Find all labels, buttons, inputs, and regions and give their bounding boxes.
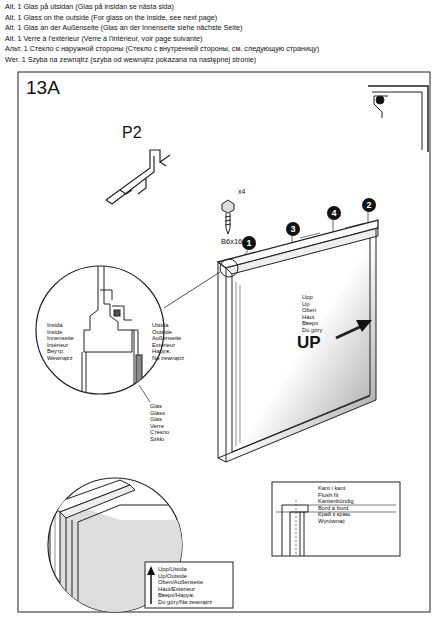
up-arrow [336, 320, 372, 338]
callout-number: 1 [242, 236, 256, 250]
outside-label: Extérieur [152, 342, 175, 348]
position-icon [368, 86, 428, 152]
up-label: Up [302, 301, 309, 307]
callout-line [164, 272, 220, 308]
up-label: Do góry [302, 327, 322, 333]
flush-fit-label: Kant i kant [318, 485, 345, 491]
inside-label: Insida [47, 322, 62, 328]
outside-label: Na zewnątrz [152, 355, 184, 361]
flush-fit-label: Kantenbündig [318, 498, 354, 504]
flush-fit-label: Bord à bord [318, 505, 348, 511]
glass-label: Glas [150, 416, 162, 422]
glass-label: Verre [150, 423, 164, 429]
header-note: Alt. 1 Verre à l'extérieur (Verre à l'in… [5, 35, 202, 43]
up-label: Upp [302, 294, 313, 300]
up-label: UP [297, 334, 321, 353]
direction-label: Upp/Utsida [158, 566, 187, 572]
header-note: Alt. 1 Glas på utsidan (Glas på insidan … [5, 3, 174, 11]
direction-arrow [147, 566, 155, 604]
outside-label: Außenseite [152, 335, 181, 341]
profile-p2 [106, 150, 170, 204]
flush-fit-label: Край к краю [318, 511, 350, 517]
direction-label: Haut/Extérieur [158, 586, 195, 592]
inside-label: Innenseite [47, 335, 74, 341]
callout-number: 2 [362, 198, 376, 212]
part-name: P2 [122, 124, 142, 142]
glass-label: Glas [150, 403, 162, 409]
detail-circle-profile [36, 266, 164, 405]
screw [222, 200, 234, 234]
direction-label: Do góry/Na zewnątrz [158, 599, 212, 605]
header-note: Alt. 1 Glas an der Außenseite (Glas an d… [5, 24, 242, 32]
up-label: Вверх [302, 320, 318, 326]
outside-label: Outside [152, 329, 172, 335]
flush-fit-label: Flush fit [318, 492, 338, 498]
direction-label: Oben/Außenseite [158, 579, 203, 585]
callout-number: 3 [286, 222, 300, 236]
step-title: 13A [26, 78, 60, 99]
inside-label: Inside [47, 329, 62, 335]
flush-fit-label: Wyrównać [318, 518, 345, 524]
glass-frame-panel [218, 220, 378, 462]
up-label: Haut [302, 314, 314, 320]
header-note: Wer. 1 Szyba na zewnątrz (szyba od wewną… [5, 56, 256, 64]
direction-label: Вверх/Наруж. [158, 592, 195, 598]
glass-label: Glass [150, 410, 165, 416]
direction-label: Up/Outside [158, 573, 187, 579]
header-note: Альт. 1 Стекло с наружной стороны (Стекл… [5, 45, 319, 53]
glass-label: Стекло [150, 429, 169, 435]
outside-label: Наруж. [152, 348, 171, 354]
callout-number: 4 [327, 206, 341, 220]
quantity: x4 [238, 188, 245, 196]
outside-label: Utsida [152, 322, 168, 328]
inside-label: Внутр. [47, 348, 64, 354]
inside-label: Wewnątrz [47, 355, 73, 361]
flush-fit-detail [272, 482, 400, 556]
inside-label: Intérieur [47, 342, 68, 348]
up-label: Oben [302, 307, 316, 313]
direction-box [145, 562, 233, 608]
header-note: Alt. 1 Glass on the outside (For glass o… [5, 14, 217, 22]
glass-label: Szkło [150, 436, 164, 442]
